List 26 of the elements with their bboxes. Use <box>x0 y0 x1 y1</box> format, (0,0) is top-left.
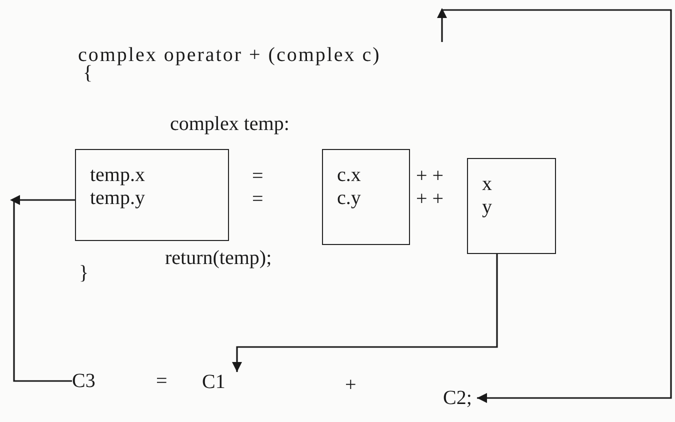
operator-text: + <box>345 375 356 395</box>
operand-text: C2; <box>443 388 473 408</box>
operator-text: = <box>252 189 264 209</box>
code-box <box>322 149 410 245</box>
code-line: x <box>482 173 493 196</box>
brace-text: } <box>79 263 89 283</box>
code-box <box>75 149 229 241</box>
code-line: temp.x <box>90 164 146 187</box>
code-line: y <box>482 196 493 219</box>
declaration-text: complex temp: <box>170 114 290 134</box>
arrow <box>232 254 498 372</box>
brace-text: { <box>83 63 93 83</box>
code-line: temp.y <box>90 187 146 210</box>
operand-text: C1 <box>202 372 226 392</box>
function-signature: complex operator + (complex c) <box>78 43 382 66</box>
code-line: c.y <box>337 187 362 210</box>
operator-text: = <box>156 371 168 391</box>
code-line: c.x <box>337 164 362 187</box>
operator-text: + + <box>416 189 444 209</box>
return-statement: return(temp); <box>165 248 272 268</box>
arrow <box>10 195 75 382</box>
operator-text: = <box>252 166 264 186</box>
code-box <box>467 158 556 254</box>
operator-text: + + <box>416 166 444 186</box>
operand-text: C3 <box>72 371 96 391</box>
arrow <box>437 8 672 403</box>
